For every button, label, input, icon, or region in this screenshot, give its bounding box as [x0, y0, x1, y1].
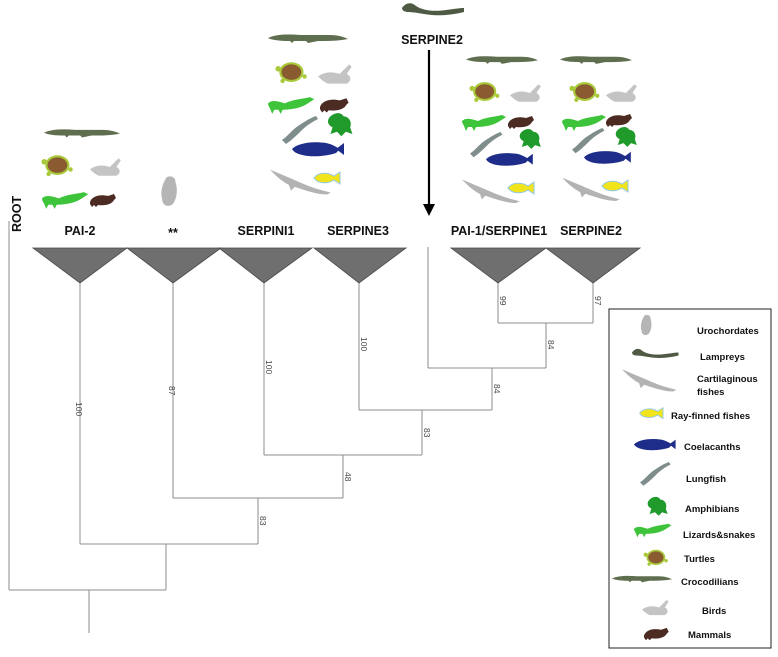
support-value: 84 [492, 384, 502, 394]
bird-icon [90, 158, 121, 176]
frog-icon [328, 113, 353, 137]
legend-label: Turtles [684, 554, 715, 565]
wedge-pai2 [31, 247, 129, 284]
lizard-icon [562, 115, 606, 131]
legend-label: Crocodilians [681, 577, 739, 588]
ray-finned-fish-icon [601, 179, 629, 193]
insertion-label: SERPINE2 [401, 33, 463, 47]
wedge-pai1 [449, 247, 548, 284]
icons-urochordate [161, 176, 177, 206]
icons-pai2 [40, 129, 121, 209]
support-value: 97 [593, 296, 603, 306]
clade-labels: PAI-2 ** SERPINI1 SERPINE3 PAI-1/SERPINE… [64, 33, 621, 240]
lizard-icon [462, 115, 506, 131]
turtle-icon [568, 82, 601, 104]
insertion-arrow [423, 50, 435, 216]
lizard-icon [42, 192, 89, 209]
bird-icon [510, 84, 541, 102]
support-value: 100 [74, 402, 84, 416]
legend-label: Urochordates [697, 326, 759, 337]
tree-branches [8, 221, 594, 633]
support-value: 83 [258, 516, 268, 526]
icons-pai1 [462, 56, 541, 203]
legend: Urochordates Lampreys Cartilaginous fish… [608, 308, 772, 649]
crocodile-icon [44, 129, 120, 138]
legend-box [608, 308, 772, 649]
lungfish-icon [282, 116, 318, 144]
legend-label: Mammals [688, 630, 731, 641]
ray-finned-fish-icon [507, 181, 535, 195]
clade-label-serpini1: SERPINI1 [238, 224, 295, 238]
support-value: 48 [343, 472, 353, 482]
legend-label: Amphibians [685, 504, 739, 515]
legend-label-part: fishes [697, 387, 724, 398]
lungfish-icon [470, 132, 503, 158]
icons-serpini1-serpine3 [268, 34, 353, 195]
mammal-icon [90, 194, 116, 207]
frog-icon [519, 128, 541, 149]
mammal-icon [508, 116, 534, 129]
clade-label-serpine2: SERPINE2 [560, 224, 622, 238]
mammal-icon [606, 114, 632, 127]
crocodile-icon [466, 56, 538, 64]
urochordate-icon [161, 176, 177, 206]
legend-label: Lizards&snakes [683, 530, 755, 541]
clade-wedges [31, 247, 642, 284]
support-value: 84 [546, 340, 556, 350]
coelacanth-icon [292, 142, 344, 157]
support-value: 83 [422, 428, 432, 438]
lizard-icon [268, 97, 315, 114]
wedge-serpini1 [217, 247, 314, 284]
legend-label: Cartilaginous fishes [697, 374, 760, 398]
clade-label-pai1: PAI-1/SERPINE1 [451, 224, 547, 238]
icons-lamprey [402, 3, 464, 16]
root-label: ROOT [10, 196, 24, 232]
support-value: 99 [498, 296, 508, 306]
legend-label: Lungfish [686, 474, 726, 485]
wedge-serpine3 [312, 247, 408, 284]
bird-icon [318, 64, 352, 84]
turtle-icon [40, 155, 74, 178]
crocodile-icon [268, 34, 348, 43]
coelacanth-icon [486, 153, 533, 166]
clade-label-pai2: PAI-2 [64, 224, 95, 238]
clade-label-urochordate: ** [168, 226, 178, 240]
lamprey-icon [402, 3, 464, 16]
frog-icon [615, 126, 637, 147]
legend-label: Birds [702, 606, 726, 617]
wedge-serpine2 [544, 247, 642, 284]
support-values: 100 87 100 100 99 97 84 84 83 48 83 [74, 296, 603, 526]
legend-label: Lampreys [700, 352, 745, 363]
bird-icon [606, 84, 637, 102]
legend-label: Coelacanths [684, 442, 741, 453]
clade-label-serpine3: SERPINE3 [327, 224, 389, 238]
support-value: 87 [167, 386, 177, 396]
legend-label: Ray-finned fishes [671, 411, 750, 422]
lungfish-icon [572, 128, 605, 154]
turtle-icon [274, 62, 308, 85]
turtle-icon [468, 82, 501, 104]
support-value: 100 [264, 360, 274, 374]
mammal-icon [320, 98, 349, 113]
wedge-urochordate [125, 247, 223, 284]
support-value: 100 [359, 337, 369, 351]
crocodile-icon [560, 56, 632, 64]
coelacanth-icon [584, 151, 631, 164]
icons-serpine2 [560, 56, 637, 201]
legend-label-part: Cartilaginous [697, 374, 758, 385]
ray-finned-fish-icon [313, 171, 341, 185]
